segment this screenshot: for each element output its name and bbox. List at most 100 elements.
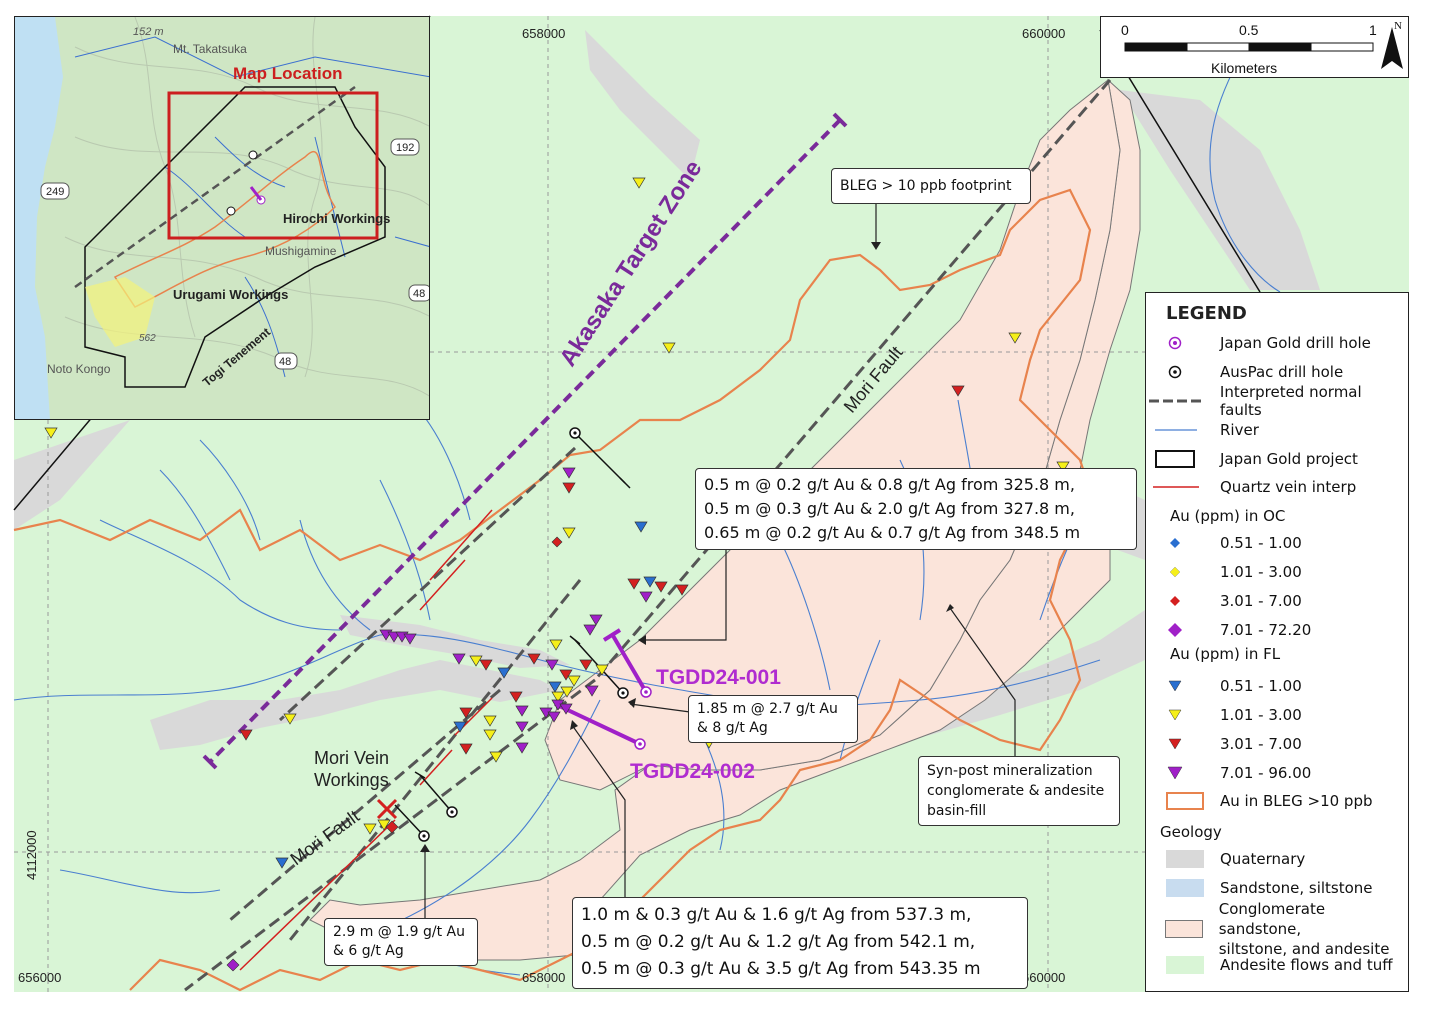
inset-label: Noto Kongo — [47, 362, 111, 376]
andesite-swatch — [1166, 956, 1204, 974]
quaternary-unit — [585, 30, 700, 180]
legend-label: Quaternary — [1220, 850, 1306, 868]
scale-tick: 0.5 — [1239, 22, 1259, 38]
legend-label: 3.01 - 7.00 — [1220, 592, 1302, 610]
triangle-icon — [1168, 709, 1182, 721]
oc-samples — [226, 536, 563, 972]
legend-title: LEGEND — [1166, 303, 1247, 324]
mori-vein-label: Workings — [314, 770, 389, 790]
legend-item: 1.01 - 3.00 — [1146, 560, 1302, 584]
quartz-vein-line-icon — [1153, 486, 1199, 488]
legend-item: Japan Gold project — [1146, 447, 1358, 471]
callout-text: 0.5 m @ 0.3 g/t Au & 3.5 g/t Ag from 543… — [581, 959, 981, 979]
grid-label: 660000 — [1022, 26, 1065, 41]
callout-text: Syn-post mineralization — [927, 763, 1093, 779]
scale-bar: 0 0.5 1 Kilometers N — [1100, 16, 1409, 78]
legend-label: 0.51 - 1.00 — [1220, 677, 1302, 695]
legend-fl-header: Au (ppm) in FL — [1170, 645, 1281, 663]
japan-gold-drill-hole-icon — [1168, 336, 1182, 350]
legend-label: 7.01 - 72.20 — [1220, 621, 1312, 639]
legend-label: Conglomerate sandstone, — [1218, 900, 1326, 938]
grid-label: 4112000 — [24, 830, 39, 880]
conglomerate-swatch — [1165, 920, 1204, 938]
japan-gold-drill-hole-dots — [638, 690, 648, 746]
inset-label: Hirochi Workings — [283, 211, 390, 226]
legend-item: Quartz vein interp — [1146, 475, 1356, 499]
auspac-drill-hole-icon — [1168, 365, 1182, 379]
quaternary-swatch — [1166, 850, 1204, 868]
legend-label: River — [1220, 421, 1259, 439]
inset-label: Mushigamine — [265, 244, 337, 258]
inset-drill-hole — [226, 206, 236, 216]
callout-text: 0.5 m @ 0.3 g/t Au & 2.0 g/t Ag from 327… — [704, 499, 1075, 518]
zone-end-cap — [832, 112, 848, 128]
legend-label: Andesite flows and tuff — [1220, 956, 1393, 974]
zone-end-cap — [202, 754, 218, 770]
legend-item: Au in BLEG >10 ppb — [1146, 789, 1372, 813]
legend-label: 0.51 - 1.00 — [1220, 534, 1302, 552]
grid-label: 660000 — [1022, 970, 1065, 985]
inset-label: Mt. Takatsuka — [173, 42, 247, 56]
scale-tick: 1 — [1369, 22, 1377, 38]
urugami-anomaly — [85, 277, 155, 347]
diamond-icon — [1170, 538, 1180, 548]
akasaka-target-zone-line — [208, 118, 842, 764]
togi-tenement — [84, 86, 386, 388]
legend-item: 7.01 - 72.20 — [1146, 618, 1311, 642]
legend-oc-header: Au (ppm) in OC — [1170, 507, 1286, 525]
mori-vein-label: Mori Vein — [314, 748, 389, 768]
fl-samples — [44, 177, 1070, 869]
intercept-callout-bottom: 1.0 m & 0.3 g/t Au & 1.6 g/t Ag from 537… — [572, 897, 1028, 989]
tgdd24-002-label: TGDD24-002 — [630, 760, 755, 783]
legend-label: AusPac drill hole — [1220, 363, 1344, 381]
quaternary-unit — [14, 420, 130, 530]
legend-label: Quartz vein interp — [1220, 478, 1357, 496]
sandstone-swatch — [1166, 879, 1204, 897]
diamond-icon — [1168, 623, 1182, 637]
callout-text: 1.0 m & 0.3 g/t Au & 1.6 g/t Ag from 537… — [581, 905, 972, 925]
inset-label: Urugami Workings — [173, 287, 288, 302]
callout-text: 1.85 m @ 2.7 g/t Au — [697, 701, 838, 717]
callout-text: 0.65 m @ 0.2 g/t Au & 0.7 g/t Ag from 34… — [704, 523, 1081, 542]
road-number: 48 — [413, 288, 425, 300]
legend-item: 3.01 - 7.00 — [1146, 589, 1302, 613]
callout-text: 2.9 m @ 1.9 g/t Au — [333, 924, 465, 940]
intercept-callout-mid: 1.85 m @ 2.7 g/t Au & 8 g/t Ag — [688, 695, 858, 743]
legend-item: River — [1146, 418, 1259, 442]
road-shield: 249 — [40, 182, 70, 200]
map-location-box — [167, 91, 379, 240]
auspac-drill-hole-dots — [422, 431, 625, 838]
scale-bar-graphic: 0 0.5 1 Kilometers N — [1121, 20, 1403, 76]
scale-unit: Kilometers — [1211, 60, 1277, 76]
auspac-drill-holes — [418, 427, 629, 842]
legend-label: 3.01 - 7.00 — [1220, 735, 1302, 753]
callout-text: & 6 g/t Ag — [333, 943, 404, 959]
quaternary-unit — [1120, 90, 1320, 290]
callout-text: basin-fill — [927, 803, 987, 819]
inset-bleg-outline — [113, 150, 336, 308]
bleg-outline-icon — [1166, 792, 1204, 810]
scale-tick: 0 — [1121, 22, 1129, 38]
road-number: 192 — [396, 142, 414, 154]
sea — [15, 17, 63, 419]
legend-item: Andesite flows and tuff — [1146, 953, 1393, 977]
callout-text: BLEG > 10 ppb footprint — [840, 178, 1012, 194]
river-line-icon — [1155, 429, 1197, 431]
legend-label: 7.01 - 96.00 — [1220, 764, 1312, 782]
legend-item: 0.51 - 1.00 — [1146, 531, 1302, 555]
callout-text: conglomerate & andesite — [927, 783, 1105, 799]
triangle-icon — [1167, 766, 1183, 780]
north-label: N — [1394, 20, 1402, 32]
inset-drill-trace — [249, 186, 263, 201]
inset-map-graphic: Map Location 152 m Mt. Takatsuka Hirochi… — [15, 17, 429, 419]
road-shield: 48 — [408, 284, 429, 302]
location-inset-map[interactable]: Map Location 152 m Mt. Takatsuka Hirochi… — [14, 16, 430, 420]
legend-label: 1.01 - 3.00 — [1220, 706, 1302, 724]
road-shield: 192 — [390, 138, 420, 156]
inset-title: Map Location — [233, 64, 343, 83]
inset-drill-hole — [248, 150, 258, 160]
grid-label: 656000 — [18, 970, 61, 985]
legend-label: Japan Gold project — [1220, 450, 1358, 468]
legend-geology-header: Geology — [1160, 823, 1222, 841]
triangle-icon — [1168, 738, 1182, 750]
